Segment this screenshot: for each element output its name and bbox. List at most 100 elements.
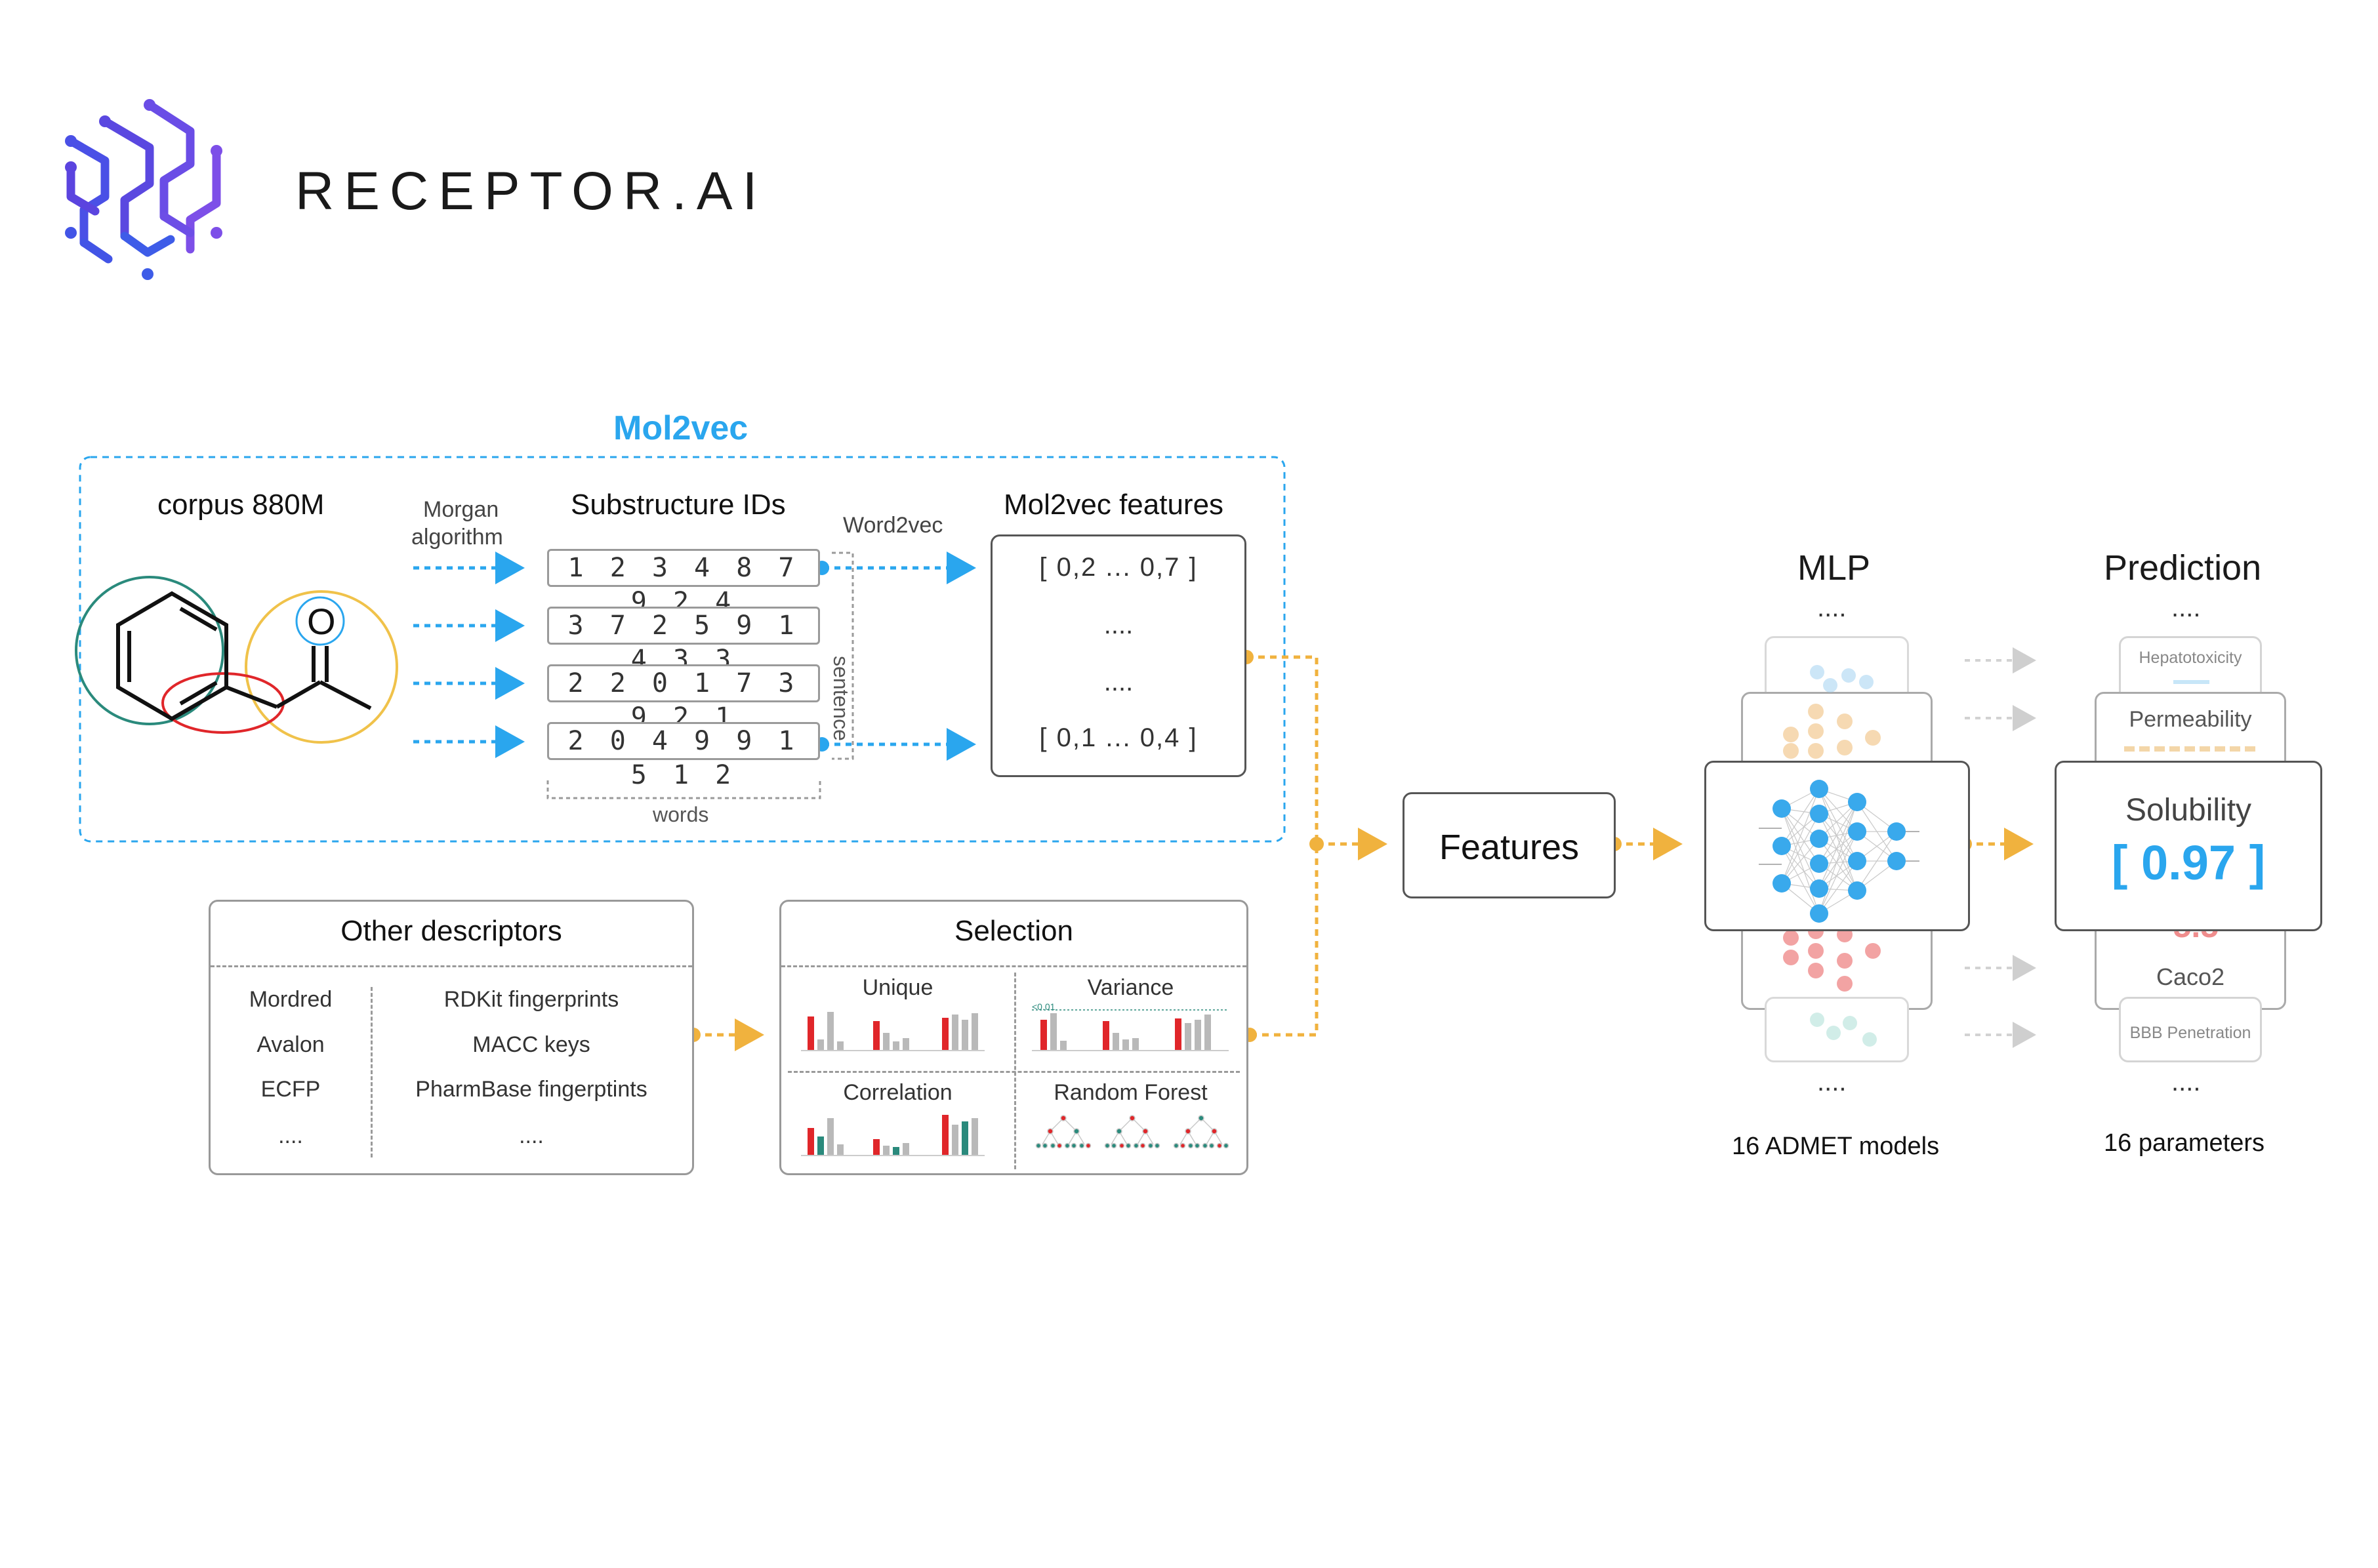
nn-node xyxy=(1848,793,1866,811)
descriptor-item: RDKit fingerprints xyxy=(443,987,619,1012)
nn-node xyxy=(1848,822,1866,841)
nn-node xyxy=(1773,874,1791,893)
nn-edge xyxy=(1818,813,1858,891)
nn-edge xyxy=(1818,788,1858,862)
feature-ellipsis: .... xyxy=(1103,668,1134,696)
nn-edge xyxy=(1818,831,1858,889)
variance-threshold-note: <0.01 xyxy=(1032,1001,1056,1012)
nn-edge xyxy=(1781,788,1820,884)
molecule-structure xyxy=(75,576,398,744)
nn-node xyxy=(1810,904,1828,923)
bbb-card: BBB Penetration xyxy=(2119,997,2262,1062)
nn-edge xyxy=(1818,801,1858,889)
receptor-logo-icon xyxy=(65,99,222,280)
permeability-label: Permeability xyxy=(2129,707,2252,732)
nn-edge xyxy=(1781,845,1820,914)
nn-node xyxy=(1773,799,1791,818)
nn-node xyxy=(1810,879,1828,898)
mol2vec-features-title: Mol2vec features xyxy=(1004,489,1224,521)
solubility-value: 0.97 xyxy=(2141,835,2236,890)
mlp-dots-top: .... xyxy=(1817,593,1847,622)
selection-box: Selection Unique Variance Correlation Ra… xyxy=(779,900,1248,1175)
nn-edge xyxy=(1781,845,1820,889)
words-label: words xyxy=(653,803,709,826)
descriptor-item: Avalon xyxy=(256,1032,325,1057)
substructure-id-row: 1 2 3 4 8 7 9 2 4 xyxy=(547,549,820,617)
prediction-dots-bottom: .... xyxy=(2171,1068,2201,1096)
nn-edge xyxy=(1818,801,1858,864)
hepatotoxicity-card: Hepatotoxicity xyxy=(2119,636,2262,702)
hepatotoxicity-label: Hepatotoxicity xyxy=(2139,649,2242,667)
selection-correlation-label: Correlation xyxy=(843,1080,953,1105)
selection-variance-label: Variance xyxy=(1087,975,1174,1000)
solubility-card: Solubility [ 0.97 ] xyxy=(2055,761,2322,931)
morgan-arrows xyxy=(413,552,525,758)
mol2vec-features-box: [ 0,2 ... 0,7 ] .... .... [ 0,1 ... 0,4 … xyxy=(991,534,1246,777)
other-descriptors-title: Other descriptors xyxy=(340,915,562,947)
substructure-id-row: 2 0 4 9 9 1 5 1 2 xyxy=(547,722,820,790)
nn-node xyxy=(1810,805,1828,823)
mol2vec-frame xyxy=(79,456,1286,843)
nn-node xyxy=(1810,780,1828,798)
nn-edge xyxy=(1856,831,1897,891)
oxygen-atom-label: O xyxy=(307,601,336,642)
descriptor-item: PharmBase fingerptints xyxy=(415,1077,647,1102)
caco2-label: Caco2 xyxy=(2156,963,2225,990)
selection-title: Selection xyxy=(954,915,1073,947)
nn-edge xyxy=(1818,831,1858,914)
descriptor-item: ECFP xyxy=(260,1077,321,1102)
nn-node xyxy=(1887,852,1906,870)
feature-vector: [ 0,1 ... 0,4 ] xyxy=(1039,723,1198,752)
substructure-id-row: 3 7 2 5 9 1 4 3 3 xyxy=(547,607,820,675)
neural-network-icon xyxy=(1759,780,1919,923)
other-descriptors-box: Other descriptors Mordred Avalon ECFP ..… xyxy=(209,900,694,1175)
descriptor-item: MACC keys xyxy=(472,1032,590,1057)
nn-edge xyxy=(1818,788,1858,832)
nn-edge xyxy=(1818,860,1858,914)
nn-node xyxy=(1848,852,1866,870)
bracket-close: ] xyxy=(2249,835,2266,890)
descriptor-item: Mordred xyxy=(249,987,333,1012)
nn-edge xyxy=(1781,788,1820,847)
bbb-label: BBB Penetration xyxy=(2129,1024,2251,1042)
nn-edge xyxy=(1818,813,1858,862)
nn-edge xyxy=(1781,813,1820,884)
brand-name: RECEPTOR.AI xyxy=(295,161,768,221)
features-label: Features xyxy=(1439,828,1580,867)
nn-edge xyxy=(1781,838,1820,884)
mlp-card-back xyxy=(1765,997,1909,1062)
bracket-open: [ xyxy=(2111,835,2128,890)
nn-edge xyxy=(1818,788,1858,891)
features-box: Features xyxy=(1403,792,1616,898)
descriptor-item: .... xyxy=(278,1123,303,1148)
feature-vector: [ 0,2 ... 0,7 ] xyxy=(1039,553,1198,582)
descriptor-item: .... xyxy=(519,1123,544,1148)
selection-random-forest-label: Random Forest xyxy=(1054,1080,1208,1105)
solubility-label: Solubility xyxy=(2125,793,2252,828)
nn-node xyxy=(1810,830,1828,848)
word2vec-arrows xyxy=(823,552,976,761)
substructure-title: Substructure IDs xyxy=(571,489,786,521)
prediction-dots-top: .... xyxy=(2171,593,2201,622)
word2vec-label: Word2vec xyxy=(843,513,943,538)
nn-node xyxy=(1810,854,1828,873)
selection-unique-label: Unique xyxy=(862,975,933,1000)
morgan-label-line1: Morgan xyxy=(423,497,499,522)
mlp-caption: 16 ADMET models xyxy=(1732,1133,1940,1160)
prediction-title: Prediction xyxy=(2104,548,2262,588)
solubility-prediction: [ 0.97 ] xyxy=(2057,835,2320,891)
prediction-caption: 16 parameters xyxy=(2104,1129,2265,1157)
selection-mini-charts xyxy=(801,1009,1229,1156)
morgan-label-line2: algorithm xyxy=(411,525,503,550)
nn-node xyxy=(1887,822,1906,841)
mlp-title: MLP xyxy=(1797,548,1871,588)
nn-node xyxy=(1848,881,1866,900)
mlp-dots-bottom: .... xyxy=(1817,1068,1847,1096)
nn-edge xyxy=(1818,838,1858,891)
nn-node xyxy=(1773,837,1791,855)
mol2vec-title: Mol2vec xyxy=(613,409,748,447)
minor-arrows xyxy=(1965,647,2036,1048)
